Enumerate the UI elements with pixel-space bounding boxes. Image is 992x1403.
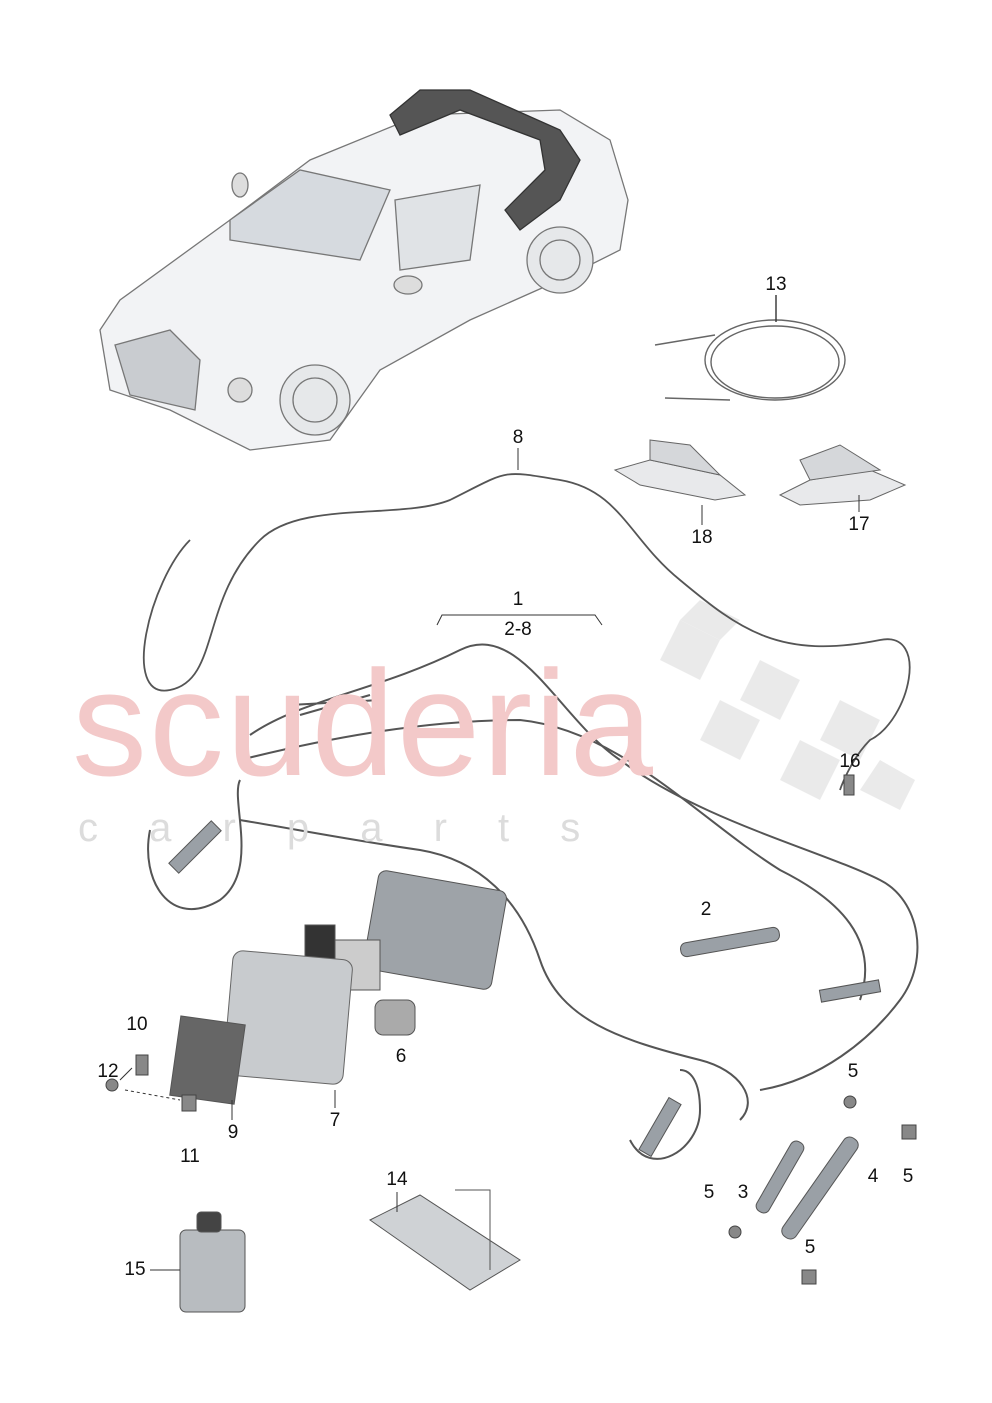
part-7-control-unit <box>223 950 353 1108</box>
part-14-tray <box>369 1189 521 1291</box>
watermark-flag <box>660 600 915 810</box>
callout-bracket-1 <box>436 614 603 626</box>
callout-7: 7 <box>329 1110 341 1131</box>
callout-10: 10 <box>126 1014 148 1035</box>
callout-1: 1 <box>512 589 524 610</box>
watermark-logo: scuderia <box>72 639 655 807</box>
callout-6: 6 <box>395 1046 407 1067</box>
callout-2: 2 <box>700 899 712 920</box>
part-9-control-module <box>169 1015 246 1120</box>
callout-17: 17 <box>848 514 870 535</box>
callout-5: 5 <box>902 1166 914 1187</box>
watermark-subtext: c a r p a r t s <box>78 806 601 850</box>
part-8-cable <box>142 473 911 791</box>
callout-4: 4 <box>867 1166 879 1187</box>
part-13-hydraulic-line <box>654 295 846 401</box>
car-illustration <box>99 89 629 451</box>
callout-12: 12 <box>97 1061 119 1082</box>
callout-5: 5 <box>804 1237 816 1258</box>
harness-actuators <box>168 820 882 1158</box>
callout-13: 13 <box>765 274 787 295</box>
struts <box>679 926 859 1240</box>
small-fasteners <box>105 774 917 1285</box>
callout-5: 5 <box>847 1061 859 1082</box>
callout-9: 9 <box>227 1122 239 1143</box>
part-15-fluid-bottle <box>150 1211 246 1313</box>
callout-16: 16 <box>839 751 861 772</box>
callout-14: 14 <box>386 1169 408 1190</box>
callout-5: 5 <box>703 1182 715 1203</box>
callout-3: 3 <box>737 1182 749 1203</box>
callout-2-8: 2-8 <box>504 619 532 640</box>
callout-15: 15 <box>124 1259 146 1280</box>
part-17-bracket <box>778 444 907 512</box>
callout-8: 8 <box>512 427 524 448</box>
harness-assembly <box>147 643 919 1160</box>
part-6-pump <box>304 870 507 1036</box>
part-18-bracket <box>613 439 747 525</box>
callout-11: 11 <box>180 1146 200 1167</box>
callout-18: 18 <box>691 527 713 548</box>
